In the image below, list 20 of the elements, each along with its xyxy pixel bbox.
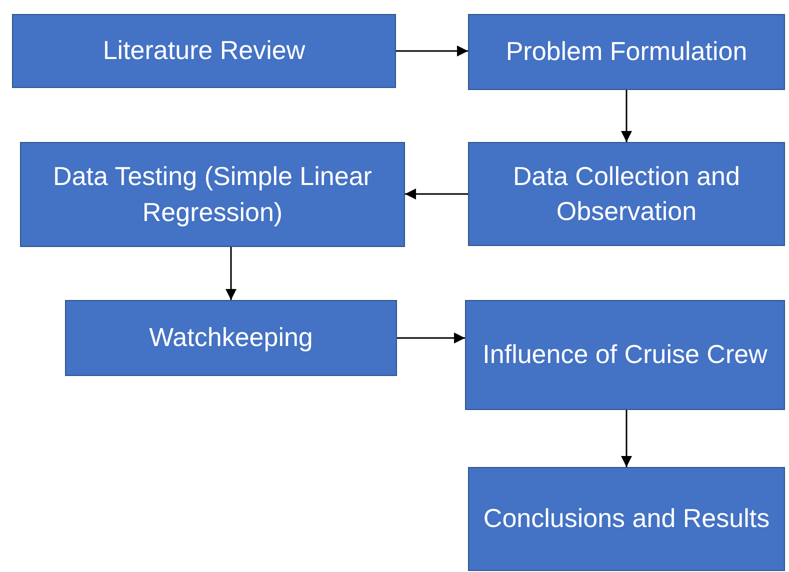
box-label: Conclusions and Results bbox=[483, 502, 770, 536]
arrow bbox=[396, 46, 468, 56]
box-label: Data Collection and Observation bbox=[512, 160, 741, 228]
process-box bbox=[465, 300, 785, 410]
process-box bbox=[20, 142, 405, 247]
box-label: Problem Formulation bbox=[506, 35, 748, 68]
arrow bbox=[397, 332, 465, 344]
box-label: Influence of Cruise Crew bbox=[482, 338, 768, 372]
process-box bbox=[12, 14, 396, 88]
process-box bbox=[468, 467, 785, 571]
arrow bbox=[405, 188, 468, 200]
arrow bbox=[621, 90, 632, 142]
process-box bbox=[468, 142, 785, 246]
box-label: Literature Review bbox=[102, 34, 306, 68]
arrow bbox=[226, 247, 236, 300]
box-label: Watchkeeping bbox=[149, 321, 313, 354]
process-box bbox=[65, 300, 397, 376]
arrow bbox=[621, 410, 632, 467]
box-label: Data Testing (Simple Linear Regression) bbox=[52, 160, 373, 228]
process-box bbox=[468, 14, 785, 90]
